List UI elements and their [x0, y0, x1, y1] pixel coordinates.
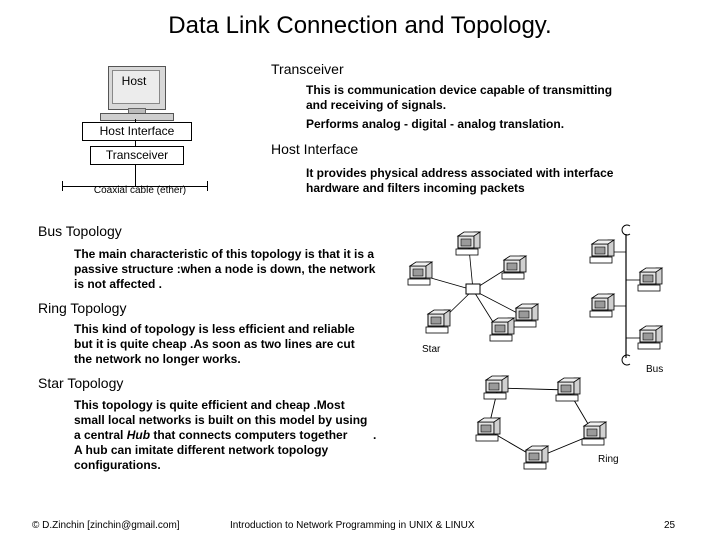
- ring-topology-description: This kind of topology is less efficient …: [74, 322, 355, 366]
- bus-topology-heading: Bus Topology: [38, 223, 122, 239]
- bus-computer-icon: [589, 239, 615, 264]
- ring-computer-icon: [555, 377, 581, 402]
- bus-figure-label: Bus: [646, 364, 664, 375]
- footer-course: Introduction to Network Programming in U…: [230, 520, 475, 531]
- host-interface-heading: Host Interface: [271, 141, 359, 157]
- host-label: Host: [121, 74, 147, 88]
- star-desc-part1: This topology is quite efficient and che…: [74, 398, 368, 442]
- star-computer-icon: [513, 303, 539, 328]
- ring-computer-icon: [523, 445, 549, 470]
- transceiver-description-2: Performs analog - digital - analog trans…: [306, 117, 565, 131]
- page-number: 25: [664, 520, 676, 531]
- footer-author: © D.Zinchin [zinchin@gmail.com]: [32, 520, 180, 531]
- star-computer-icon: [407, 261, 433, 286]
- ring-figure-label: Ring: [598, 454, 619, 465]
- coax-end-left: [62, 181, 63, 191]
- slide-title: Data Link Connection and Topology.: [168, 12, 552, 39]
- ring-computer-icon: [475, 417, 501, 442]
- star-computer-icon: [455, 231, 481, 256]
- transceiver-box: Transceiver: [90, 146, 184, 165]
- star-figure-label: Star: [422, 344, 441, 355]
- star-topology-description: This topology is quite efficient and che…: [74, 398, 374, 443]
- hub-term: Hub: [126, 428, 151, 442]
- star-computer-icon: [501, 255, 527, 280]
- star-topology-diagram: [407, 231, 539, 342]
- star-desc-dot: .: [373, 428, 377, 442]
- monitor-screen: [112, 70, 160, 104]
- topology-figure: [407, 224, 663, 470]
- bus-computer-icon: [637, 325, 663, 350]
- bus-topology-diagram: [589, 224, 663, 366]
- star-computer-icon: [425, 309, 451, 334]
- ring-computer-icon: [581, 421, 607, 446]
- star-computer-icon: [489, 317, 515, 342]
- host-interface-description: It provides physical address associated …: [306, 166, 614, 195]
- bus-topology-description: The main characteristic of this topology…: [74, 247, 376, 291]
- transceiver-heading: Transceiver: [271, 61, 344, 77]
- star-description-hub-note: A hub can imitate different network topo…: [74, 443, 329, 472]
- bus-computer-icon: [637, 267, 663, 292]
- host-interface-box: Host Interface: [82, 122, 192, 141]
- ring-topology-heading: Ring Topology: [38, 300, 127, 316]
- transceiver-description: This is communication device capable of …: [306, 83, 613, 112]
- bus-computer-icon: [589, 293, 615, 318]
- ring-computer-icon: [483, 375, 509, 400]
- star-desc-part2: that connects computers together: [150, 428, 348, 442]
- coax-cable-line: [62, 186, 208, 187]
- star-topology-heading: Star Topology: [38, 375, 124, 391]
- coax-end-right: [207, 181, 208, 191]
- host-keyboard: [100, 113, 174, 121]
- star-hub: [465, 283, 481, 295]
- coax-label: Coaxial cable (ether): [93, 185, 187, 196]
- ring-topology-diagram: [475, 375, 607, 470]
